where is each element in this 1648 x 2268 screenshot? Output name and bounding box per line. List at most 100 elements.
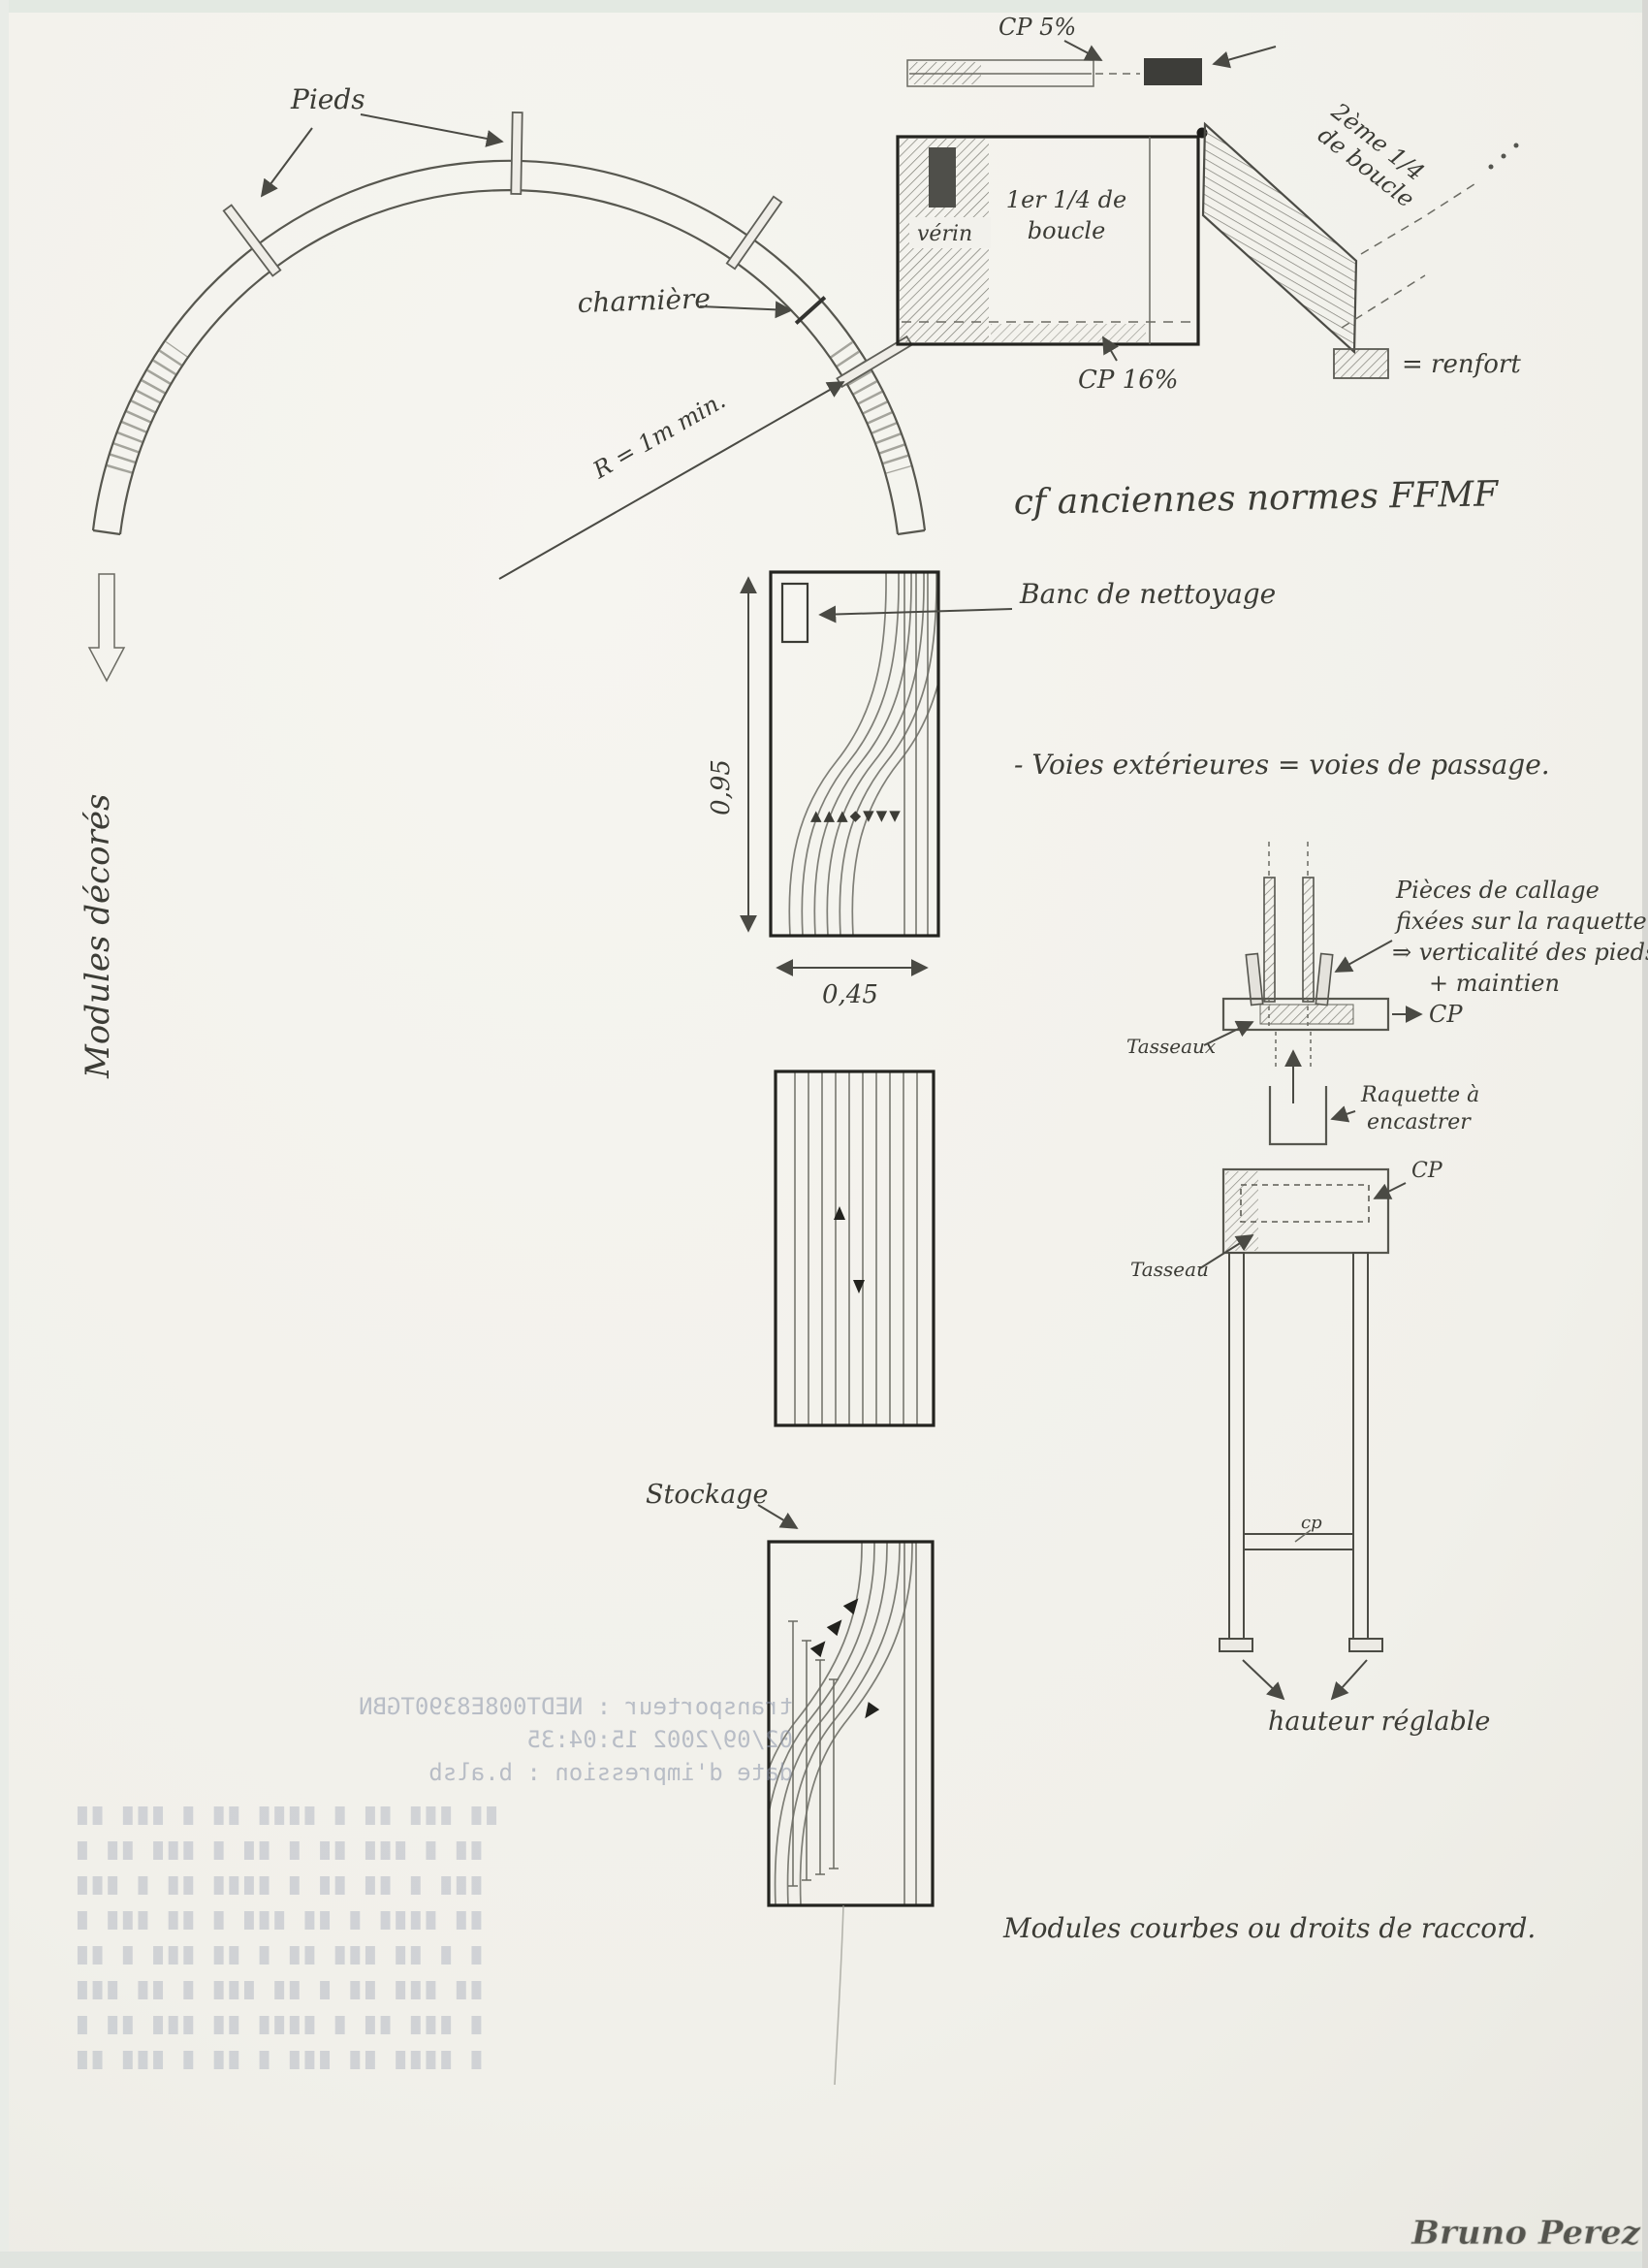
calage-note-4: + maintien	[1429, 970, 1560, 997]
cp16-label: CP 16%	[1078, 366, 1178, 395]
cp5-arrow	[1063, 40, 1103, 61]
stockage-label: Stockage	[646, 1480, 768, 1510]
bleed-line: 02/09/2002 15:04:35	[526, 1726, 793, 1753]
foot-arrow-left	[1242, 1659, 1285, 1701]
radius-arrow	[498, 381, 845, 580]
module1-outline	[769, 570, 940, 938]
watermark: Bruno Perez	[1410, 2214, 1640, 2252]
bleed-row: ███ ██ █ ███ ██ █ ██ ███ ██	[77, 1980, 487, 1999]
bleed-row: █ ██ ███ ██ ████ █ ██ ███ █	[77, 2015, 487, 2034]
pieds-arrow-left	[260, 127, 313, 198]
dots	[1513, 143, 1519, 148]
leg-crossbar	[1243, 1533, 1354, 1550]
dim-height-label: 0,95	[707, 759, 736, 815]
charniere-arrow	[699, 301, 793, 319]
loop-quarter1-box	[896, 135, 1200, 346]
module2-arrow-up	[834, 1206, 845, 1220]
raquette-bar-hatch	[1259, 1004, 1354, 1025]
cp3-label: cp	[1301, 1513, 1322, 1533]
module3-outline	[767, 1540, 935, 1907]
module2-arrow-down	[853, 1280, 865, 1294]
raquette-label-1: Raquette à	[1360, 1083, 1479, 1107]
socket-dashed-inset	[1240, 1184, 1370, 1223]
tasseaux-arrow	[1203, 1020, 1254, 1046]
scan-edge-left	[0, 0, 9, 2268]
dark-block-piece	[1144, 58, 1202, 85]
socket-box	[1221, 1167, 1390, 1255]
adjustable-foot	[1348, 1638, 1383, 1652]
bleed-line: date d'impression : b.alsb	[428, 1759, 793, 1786]
bleed-row: ██ ███ █ ██ ████ █ ██ ███ ██	[77, 1805, 502, 1825]
modules-decores-label: Modules décorés	[79, 794, 117, 1079]
bleedthrough-text: transporteur : NEDT008E8390TGBN 02/09/20…	[77, 1693, 793, 2069]
pieds-label: Pieds	[290, 83, 365, 115]
tasseaux-label: Tasseaux	[1126, 1035, 1216, 1058]
cp2-label: CP	[1411, 1159, 1443, 1183]
top-bar-piece	[906, 59, 1094, 87]
calage-wedge	[1245, 952, 1264, 1006]
arc-outer-edge	[91, 159, 927, 531]
hinge-mark	[794, 296, 827, 325]
dots	[1501, 153, 1506, 159]
module3-tracks	[769, 1542, 917, 1905]
foot-tick	[222, 204, 282, 277]
socket-hatch	[1225, 1171, 1258, 1251]
module3-arrow	[809, 1641, 826, 1658]
tasseau-arrow	[1199, 1234, 1254, 1269]
charniere-label: charnière	[577, 282, 711, 319]
calage-arrow	[1334, 940, 1393, 973]
foot-arrow-right	[1330, 1659, 1368, 1701]
bleed-row: ██ █ ███ ██ █ ██ ███ ██ █ █	[77, 1945, 487, 1965]
track-continuation	[834, 1904, 844, 2086]
raccord-note: Modules courbes ou droits de raccord.	[1002, 1912, 1536, 1944]
siding-track	[815, 1659, 825, 1875]
calage-note-2: fixées sur la raquette	[1394, 908, 1647, 935]
arc-hatch-right	[829, 340, 912, 474]
module3-arrow	[865, 1702, 880, 1719]
dots	[1488, 164, 1494, 170]
module2-outline	[774, 1070, 935, 1427]
raquette-bar	[1221, 997, 1390, 1032]
siding-track	[802, 1640, 811, 1881]
leg-detail: Pièces de callage fixées sur la raquette…	[1126, 842, 1648, 1737]
calage-note-1: Pièces de callage	[1395, 877, 1600, 904]
tasseau-label: Tasseau	[1130, 1258, 1209, 1281]
leg-post	[1263, 877, 1276, 1003]
raquette-arrow	[1330, 1105, 1356, 1123]
siding-track	[788, 1620, 798, 1887]
hauteur-label: hauteur réglable	[1268, 1707, 1490, 1737]
box-hatch-bottom	[991, 324, 1146, 342]
cp2-arrow	[1373, 1182, 1407, 1199]
foot-tick	[725, 195, 783, 271]
adjustable-foot	[1219, 1638, 1253, 1652]
quart1-label-line2: boucle	[1028, 217, 1106, 244]
arc-inner-edge	[118, 189, 900, 535]
raquette-label-2: encastrer	[1367, 1110, 1472, 1134]
module1-direction-arrows: ▲▲▲◆▼▼▼	[810, 807, 903, 824]
module3-arrow	[826, 1619, 842, 1637]
module-droit	[774, 1070, 935, 1427]
pieds-arrow-top	[360, 113, 504, 147]
loop-dashed-ext1	[1360, 181, 1478, 255]
cp-label: CP	[1429, 1001, 1463, 1028]
arc-endcap-left	[92, 528, 121, 536]
bleed-row: █ ███ ██ █ ███ ██ █ ████ ██	[77, 1910, 487, 1930]
arc-hatch-left	[106, 340, 189, 474]
bleed-row: ███ █ ██ ████ █ ██ ██ █ ███	[77, 1875, 487, 1895]
arc-endcap-right	[897, 528, 926, 536]
module-nettoyage: ▲▲▲◆▼▼▼ Banc de nettoyage 0,95 0,45	[707, 570, 1276, 1009]
banc-arrow	[818, 605, 1013, 623]
module3-arrow	[842, 1598, 859, 1615]
cp5-label: CP 5%	[998, 14, 1076, 41]
module1-tracks	[788, 572, 938, 936]
loop-dashed-ext2	[1341, 274, 1426, 329]
module-stockage: Stockage	[646, 1480, 935, 2086]
cp16-arrow	[1102, 335, 1119, 362]
normes-note: cf anciennes normes FFMF	[1013, 474, 1500, 523]
scan-edge-top	[0, 0, 1648, 13]
raquette-socket-u	[1268, 1086, 1328, 1146]
bleed-line: transporteur : NEDT008E8390TGBN	[359, 1693, 793, 1720]
scan-edge-bottom	[0, 2252, 1648, 2268]
